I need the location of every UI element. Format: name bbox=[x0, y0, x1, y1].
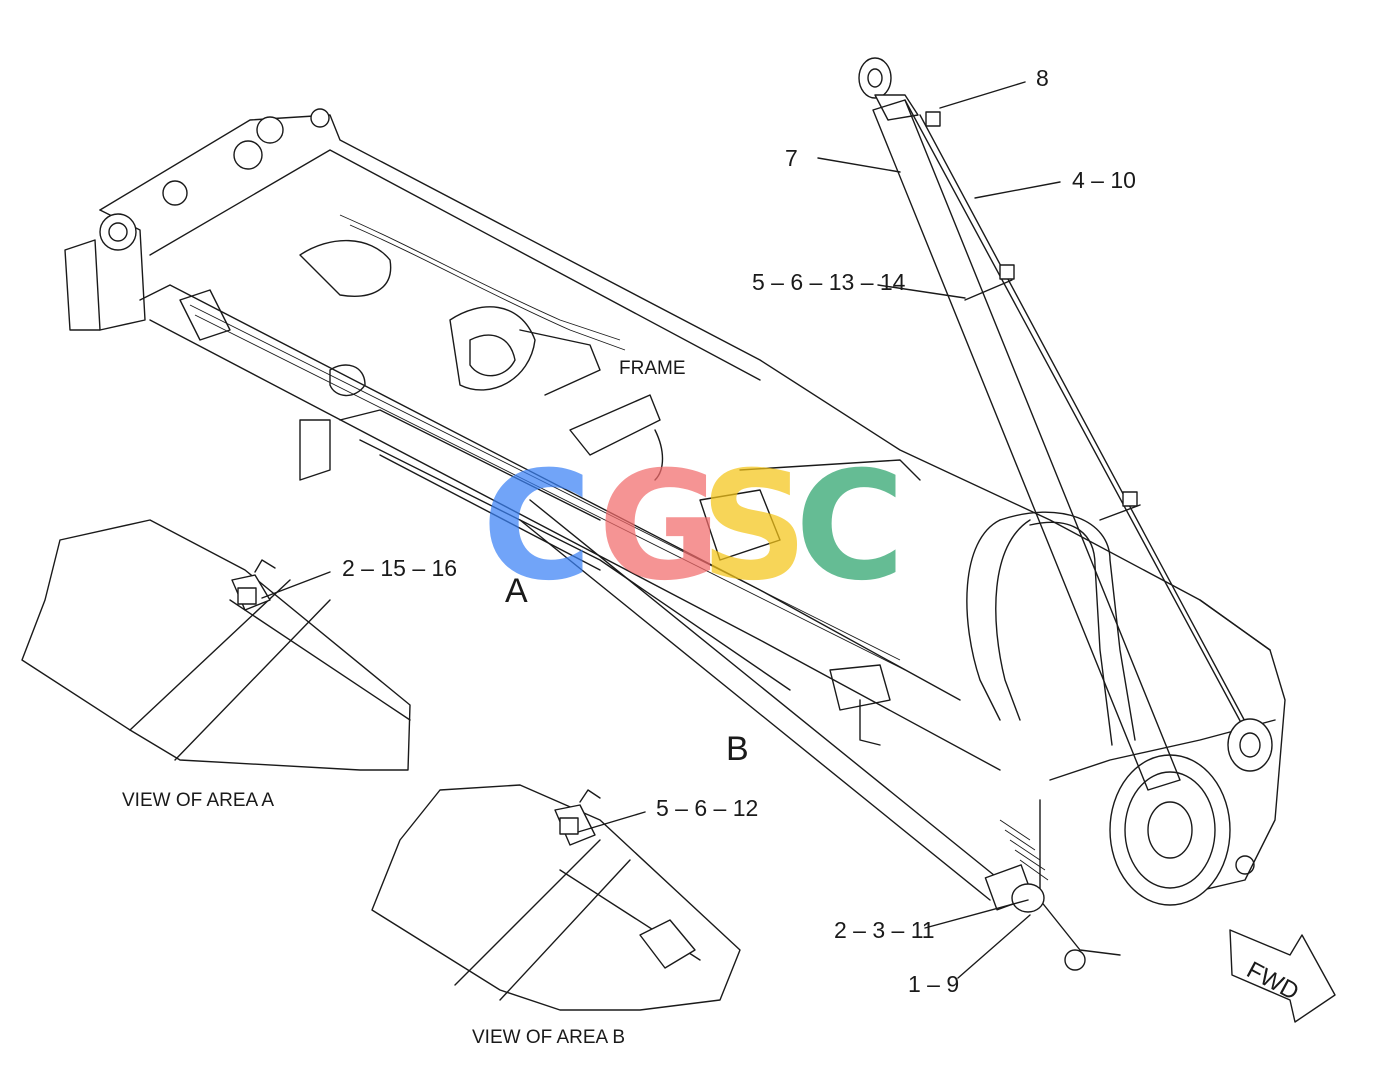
leader-lines bbox=[261, 81, 1061, 979]
view-b-caption: VIEW OF AREA B bbox=[472, 1027, 625, 1048]
callout-2-3-11: 2 – 3 – 11 bbox=[834, 917, 935, 943]
callout-5-6-12: 5 – 6 – 12 bbox=[656, 795, 758, 821]
watermark-letter-2: G bbox=[598, 440, 721, 614]
view-a-caption: VIEW OF AREA A bbox=[122, 790, 274, 811]
callout-4-10: 4 – 10 bbox=[1072, 167, 1136, 193]
callout-7: 7 bbox=[785, 145, 798, 171]
watermark-letter-3: S bbox=[700, 440, 808, 614]
watermark-letter-1: C bbox=[482, 440, 592, 614]
detail-view-area-a bbox=[21, 519, 411, 771]
callout-5-6-13-14: 5 – 6 – 13 – 14 bbox=[752, 269, 906, 295]
callout-8: 8 bbox=[1036, 65, 1049, 91]
callout-2-15-16: 2 – 15 – 16 bbox=[342, 555, 457, 581]
forward-arrow-icon: FWD bbox=[1229, 929, 1336, 1023]
area-b-marker: B bbox=[726, 730, 749, 768]
detail-view-area-b bbox=[371, 784, 741, 1011]
watermark-logo: C G S C bbox=[482, 440, 905, 614]
lower-rod bbox=[519, 499, 1045, 913]
hydraulic-cylinder bbox=[858, 57, 1273, 791]
main-frame bbox=[64, 108, 1286, 971]
callout-1-9: 1 – 9 bbox=[908, 971, 959, 997]
area-a-marker: A bbox=[505, 572, 528, 610]
watermark-letter-4: C bbox=[795, 440, 905, 614]
frame-label: FRAME bbox=[619, 358, 686, 379]
